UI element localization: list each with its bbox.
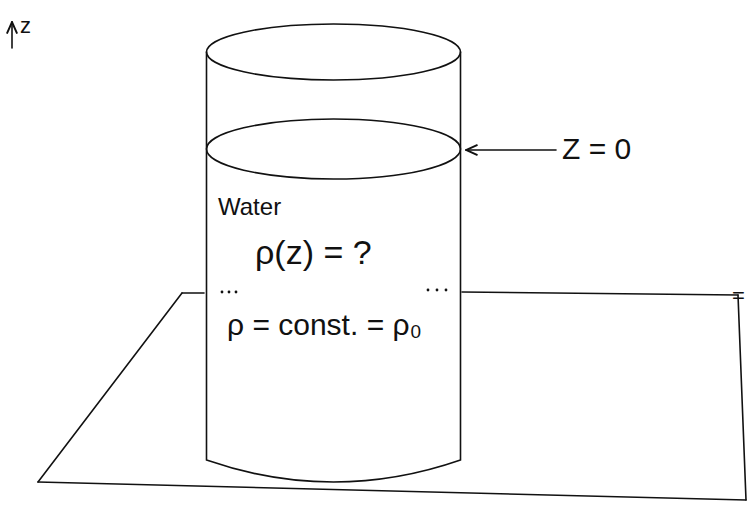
- table-back-edge: [182, 292, 204, 294]
- glass-wall: [207, 52, 461, 482]
- water-surface: [207, 119, 461, 179]
- glass-rim: [207, 24, 461, 80]
- z-axis-arrow: [11, 22, 13, 48]
- water-glass: Water ρ(z) = ? ρ = const. = ρ₀: [205, 22, 462, 494]
- axis-label: z: [20, 14, 31, 38]
- medium-label: Water: [218, 194, 281, 220]
- surface-level-label: Z = 0: [562, 132, 631, 165]
- table-left-edge: [38, 293, 182, 482]
- table-back-edge: [462, 292, 738, 295]
- density-expression: ρ = const. = ρ₀: [227, 308, 422, 341]
- table-right-edge: [738, 295, 746, 500]
- equals-mark: =: [732, 284, 745, 308]
- table-front-edge: [38, 482, 746, 500]
- surface-pointer-arrow: [466, 149, 556, 151]
- density-expression: ρ(z) = ?: [255, 234, 372, 271]
- hidden-edge-dots: [221, 289, 448, 294]
